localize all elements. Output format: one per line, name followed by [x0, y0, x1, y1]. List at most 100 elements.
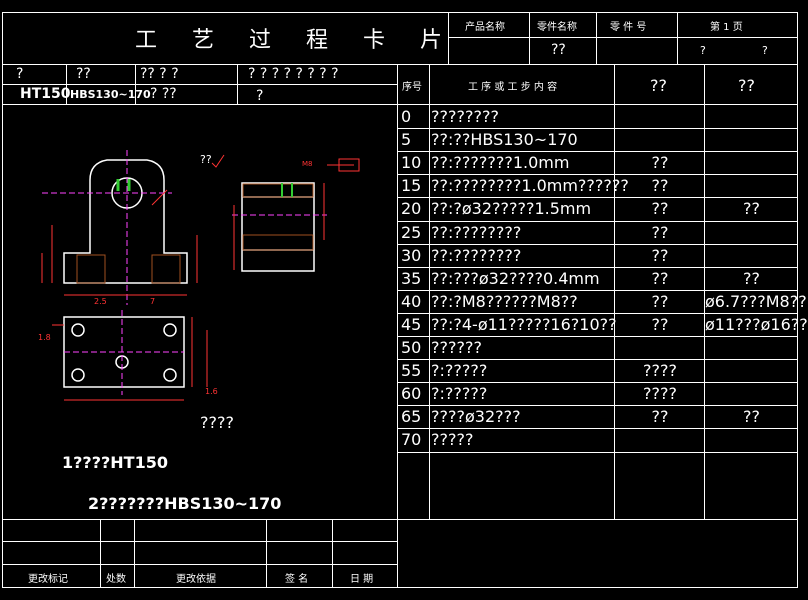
col-a-header: ??: [650, 76, 667, 95]
row-content: ??:?ø32?????1.5mm: [431, 199, 592, 219]
row-content: ?????: [431, 430, 474, 450]
row-seq: 0: [401, 107, 412, 126]
table-row-divider: [397, 151, 798, 153]
table-row: 20 ??:?ø32?????1.5mm????: [397, 197, 798, 220]
footer-count: 处数: [106, 574, 126, 585]
dim-label-7: 7: [150, 297, 156, 306]
material-value: HT150: [20, 86, 71, 102]
footer-signature: 签 名: [285, 574, 309, 585]
table-row: 70?????: [397, 428, 798, 451]
table-row-divider: [397, 359, 798, 361]
row-content: ??:????????: [431, 222, 522, 242]
header-part-name: 零件名称: [537, 22, 577, 33]
material-header-1: ?: [16, 66, 24, 82]
table-row: 55?:?????????: [397, 359, 798, 382]
row-seq: 30: [401, 245, 422, 265]
table-row-divider: [397, 289, 798, 291]
row-seq: 15: [401, 176, 422, 196]
row-col-a: ??: [651, 291, 669, 311]
material-value-3: ? ??: [150, 86, 177, 102]
table-row: 0????????: [397, 105, 798, 128]
table-row: 40 ??:?M8??????M8???? ø6.7???M8??: [397, 290, 807, 313]
row-seq: 25: [401, 222, 422, 242]
row-seq: 40: [401, 291, 422, 311]
front-view-hatch: [76, 254, 106, 284]
header-product-name: 产品名称: [465, 22, 505, 33]
row-content: ?:?????: [431, 384, 488, 404]
row-content: ????????: [431, 107, 499, 126]
table-row: 25??:??????????: [397, 221, 798, 244]
table-row: 50??????: [397, 336, 798, 359]
row-col-a: ??: [651, 245, 669, 265]
row-content: ??:????????1.0mm??????: [431, 176, 629, 196]
row-col-b: ??: [743, 407, 760, 427]
row-col-a: ??: [651, 153, 669, 173]
row-col-a: ??: [651, 407, 669, 427]
table-row: 45??:?4-ø11?????16?10????ø11???ø16??: [397, 313, 808, 336]
drawing-caption: ????: [200, 413, 234, 432]
row-col-b: ??: [743, 199, 760, 219]
row-content: ??:????????: [431, 245, 522, 265]
table-row-divider: [397, 405, 798, 407]
row-content: ??:?M8??????M8??: [431, 291, 578, 311]
table-row-divider: [397, 266, 798, 268]
table-row-divider: [397, 128, 798, 130]
material-header-2: ??: [76, 66, 91, 82]
table-row-divider: [397, 451, 798, 453]
tech-note-1: 1????HT150: [62, 453, 168, 472]
row-seq: 35: [401, 268, 422, 288]
row-col-a: ????: [643, 384, 677, 404]
hardness-value: HBS130~170: [70, 88, 151, 101]
header-page: 第 1 页: [710, 22, 743, 33]
table-row-divider: [397, 174, 798, 176]
table-row: 65 ????ø32???????: [397, 405, 798, 428]
row-seq: 65: [401, 407, 422, 427]
table-row-divider: [397, 382, 798, 384]
material-header-3: ?? ? ?: [140, 66, 179, 82]
col-seq-header: 序号: [402, 82, 422, 93]
dim-label-18: 1.8: [38, 333, 51, 342]
row-col-a: ??: [651, 199, 669, 219]
row-col-a: ??: [651, 268, 669, 288]
table-row-divider: [397, 312, 798, 314]
row-col-b: ø11???ø16??: [705, 314, 808, 334]
roughness-note: ??: [200, 153, 212, 166]
row-seq: 45: [401, 314, 422, 334]
part-name-value: ??: [551, 42, 566, 58]
row-content: ??:???ø32????0.4mm: [431, 268, 600, 288]
row-content: ??????: [431, 338, 482, 357]
row-content: ????ø32???: [431, 407, 521, 427]
col-b-header: ??: [738, 76, 755, 95]
row-col-a: ??: [651, 314, 669, 334]
table-row-divider: [397, 336, 798, 337]
material-header-4: ? ? ? ? ? ? ? ?: [248, 66, 339, 82]
row-seq: 10: [401, 153, 422, 173]
row-col-b: ø6.7???M8??: [705, 291, 807, 311]
part-drawing: [41, 150, 360, 401]
table-row-divider: [397, 428, 798, 430]
page-value-b: ?: [762, 44, 768, 57]
header-part-no: 零 件 号: [610, 22, 647, 33]
row-col-a: ??: [651, 222, 669, 242]
table-row-divider: [397, 220, 798, 222]
dim-label-25: 2.5: [94, 297, 107, 306]
row-seq: 5: [401, 130, 412, 150]
front-view: [63, 159, 188, 284]
dim-label-16: 1.6: [205, 387, 218, 396]
table-row: 60?:?????????: [397, 382, 798, 405]
thread-label: M8: [302, 160, 313, 168]
tech-note-2: 2???????HBS130~170: [88, 494, 282, 513]
row-seq: 55: [401, 361, 422, 381]
row-seq: 50: [401, 338, 422, 357]
row-seq: 70: [401, 430, 422, 450]
row-content: ??:??HBS130~170: [431, 130, 578, 150]
row-col-a: ????: [643, 361, 677, 381]
card-title: 工 艺 过 程 卡 片: [135, 28, 456, 53]
footer-date: 日 期: [350, 574, 374, 585]
table-row: 10 ??:???????1.0mm??: [397, 151, 798, 174]
row-content: ??:???????1.0mm: [431, 153, 570, 173]
material-value-4: ?: [256, 88, 264, 104]
table-row-divider: [397, 197, 798, 199]
row-seq: 20: [401, 199, 422, 219]
